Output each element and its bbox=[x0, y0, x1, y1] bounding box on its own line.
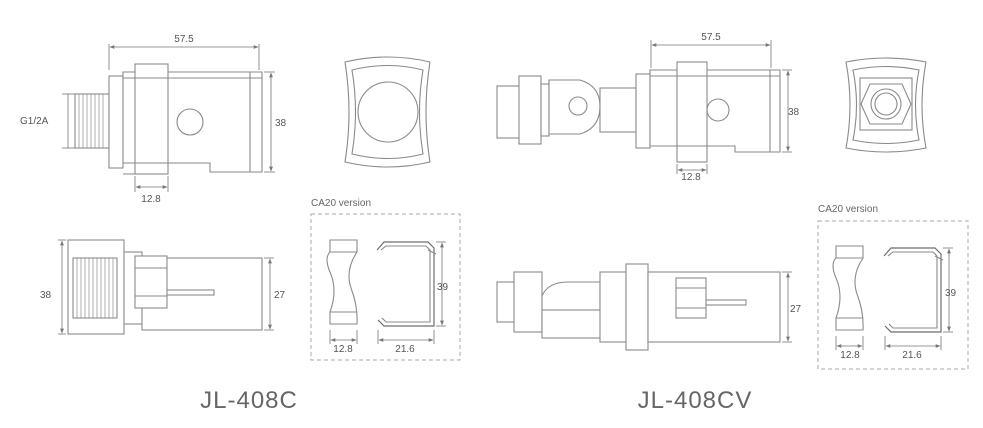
jl408c-clip-width-label: 12.8 bbox=[141, 194, 161, 205]
jl408cv-clip-width-label: 12.8 bbox=[681, 172, 701, 183]
jl408cv-ca20-bracket-width: 21.6 bbox=[902, 350, 922, 361]
jl408cv-front-view: 57.5 38 12.8 bbox=[496, 32, 800, 183]
jl408cv-ca20-bracket-height: 39 bbox=[945, 288, 957, 299]
jl408cv-ca20-label: CA20 version bbox=[818, 204, 878, 215]
jl408c-ca20-bracket-width: 21.6 bbox=[395, 344, 415, 355]
jl408cv-ca20-version: CA20 version 12.8 21.6 39 bbox=[817, 204, 969, 370]
jl408cv-end-view bbox=[845, 57, 927, 153]
jl408c-ca20-version: CA20 version 12.8 21.6 39 bbox=[310, 198, 461, 361]
jl408c-thread-label: G1/2A bbox=[20, 116, 49, 127]
jl408c-side-depth-label: 27 bbox=[274, 290, 286, 301]
jl408c-end-view bbox=[344, 56, 431, 168]
jl408c-ca20-clip-width: 12.8 bbox=[333, 344, 353, 355]
jl408c-height-label: 38 bbox=[275, 118, 287, 129]
jl408c-side-view: 38 27 bbox=[40, 239, 286, 335]
jl408c-side-height-label: 38 bbox=[40, 290, 52, 301]
jl408cv-length-label: 57.5 bbox=[701, 32, 721, 43]
jl408c-front-view: 57.5 38 12.8 G1/2A bbox=[20, 34, 287, 205]
jl408c-model-title: JL-408C bbox=[200, 387, 298, 414]
jl408c-ca20-label: CA20 version bbox=[311, 198, 371, 209]
jl408c-length-label: 57.5 bbox=[174, 34, 194, 45]
jl408cv-side-depth-label: 27 bbox=[790, 304, 802, 315]
jl408cv-ca20-clip-width: 12.8 bbox=[840, 350, 860, 361]
jl408c-ca20-bracket-height: 39 bbox=[437, 282, 449, 293]
jl408cv-side-view: 27 bbox=[496, 263, 802, 351]
jl408cv-height-label: 38 bbox=[788, 107, 800, 118]
jl408cv-model-title: JL-408CV bbox=[638, 387, 753, 414]
